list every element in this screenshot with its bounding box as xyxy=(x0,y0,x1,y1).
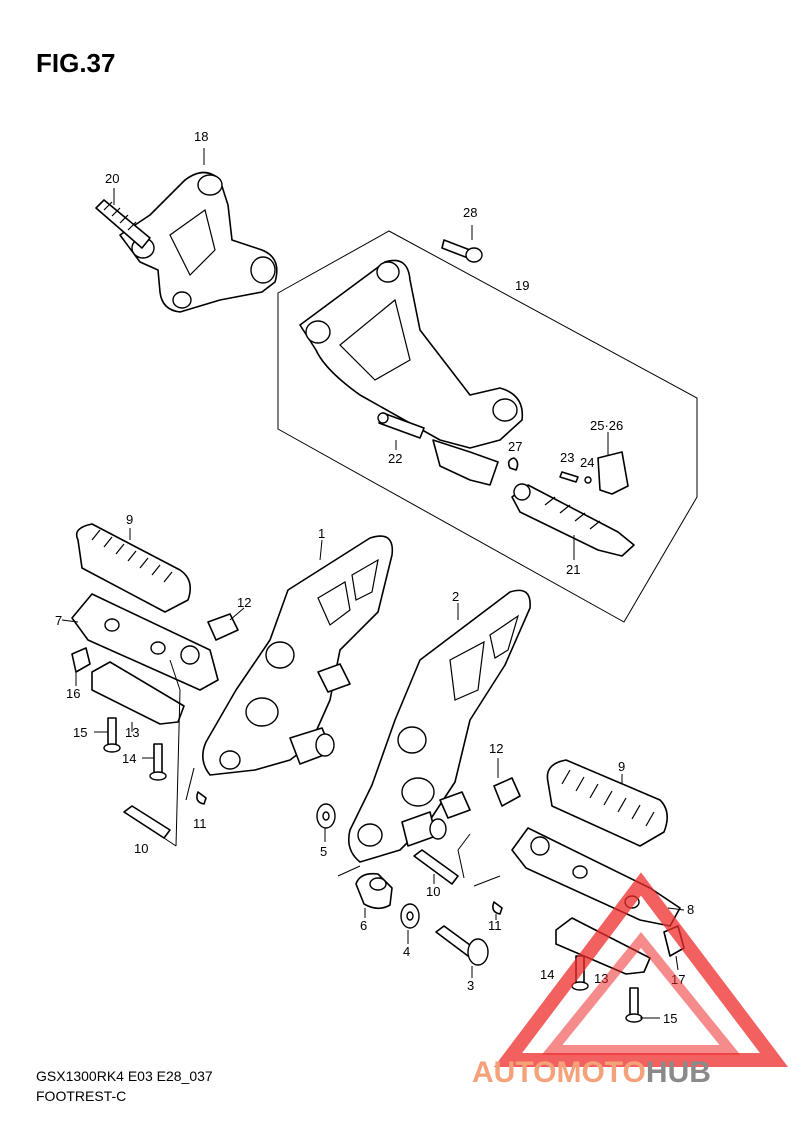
bolt-15-right xyxy=(629,987,639,1017)
part-label: 6 xyxy=(360,918,367,933)
part-label: 9 xyxy=(126,512,133,527)
part-labels: 1 2 3 4 5 6 7 8 9 9 10 10 11 11 12 12 13… xyxy=(55,129,694,1026)
part-label: 28 xyxy=(463,205,477,220)
part-label: 3 xyxy=(467,978,474,993)
spring-12-right xyxy=(493,777,521,807)
footpeg-base-7 xyxy=(71,593,219,691)
section-name: FOOTREST-C xyxy=(36,1088,127,1104)
part-label: 22 xyxy=(388,451,402,466)
footpeg-rubber-9-left xyxy=(75,523,191,613)
part-label: 12 xyxy=(489,741,503,756)
automotohub-watermark: AUTOMOTOHUB xyxy=(472,872,789,1089)
part-label: 8 xyxy=(687,902,694,917)
part-label: 10 xyxy=(426,884,440,899)
footpeg-rubber-9-right xyxy=(546,759,668,847)
bracket-1 xyxy=(202,535,394,776)
svg-text:AUTOMOTOHUB: AUTOMOTOHUB xyxy=(472,1056,711,1089)
part-label: 13 xyxy=(125,725,139,740)
spring-23 xyxy=(559,471,579,483)
watermark-triangle-icon xyxy=(493,872,789,1067)
bolt-28 xyxy=(441,239,483,263)
part-label: 9 xyxy=(618,759,625,774)
part-label: 19 xyxy=(515,278,529,293)
bolt-15-left xyxy=(107,717,117,747)
plate-13-left xyxy=(91,661,185,725)
part-label: 15 xyxy=(73,725,87,740)
damper-16 xyxy=(71,647,91,673)
part-label: 4 xyxy=(403,944,410,959)
assembly-19-frame xyxy=(277,230,698,623)
part-label: 23 xyxy=(560,450,574,465)
bushing-6 xyxy=(355,872,393,910)
part-label: 5 xyxy=(320,844,327,859)
clip-11-right xyxy=(492,901,503,915)
part-label: 11 xyxy=(193,816,207,831)
model-code: GSX1300RK4 E03 E28_037 xyxy=(36,1068,213,1084)
part-label: 15 xyxy=(663,1011,677,1026)
part-label: 14 xyxy=(122,751,136,766)
part-label: 1 xyxy=(318,526,325,541)
clip-27 xyxy=(507,457,519,471)
part-label: 20 xyxy=(105,171,119,186)
clip-11-left xyxy=(196,791,207,805)
part-label: 21 xyxy=(566,562,580,577)
pin-10-left xyxy=(123,805,171,839)
plate-25-26 xyxy=(597,451,629,495)
part-label: 27 xyxy=(508,439,522,454)
part-label: 16 xyxy=(66,686,80,701)
part-label: 18 xyxy=(194,129,208,144)
footpeg-21 xyxy=(511,483,635,557)
bolt-14-left xyxy=(153,743,163,775)
part-label: 11 xyxy=(488,918,502,933)
bracket-2 xyxy=(347,589,531,863)
figure-title: FIG.37 xyxy=(36,48,116,78)
pin-10-right xyxy=(413,849,459,885)
part-label: 25·26 xyxy=(590,418,623,433)
part-label: 12 xyxy=(237,595,251,610)
rear-bracket-assembly-18 xyxy=(95,171,278,313)
spring-12-left xyxy=(207,613,239,641)
watermark-text-part2: HUB xyxy=(646,1056,711,1089)
part-label: 14 xyxy=(540,967,554,982)
watermark-text-part1: AUTOMOTO xyxy=(472,1056,646,1089)
part-label: 7 xyxy=(55,613,62,628)
pin-22 xyxy=(377,412,425,439)
bolt-3 xyxy=(435,925,489,966)
part-label: 24 xyxy=(580,455,594,470)
part-label: 10 xyxy=(134,841,148,856)
ball-24 xyxy=(584,476,592,484)
part-label: 2 xyxy=(452,589,459,604)
bracket-19 xyxy=(299,259,524,486)
